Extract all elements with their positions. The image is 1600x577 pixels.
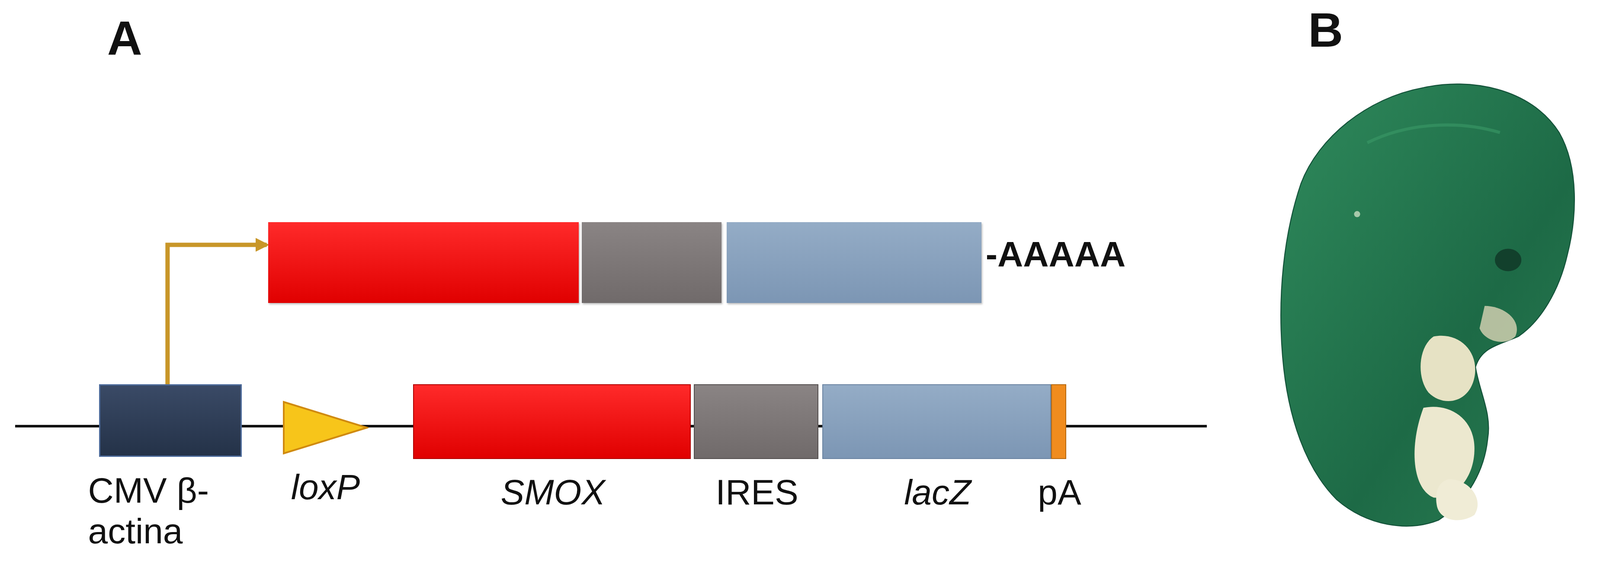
promoter-box: CMV β-actina: [99, 384, 242, 457]
polya-box: pA: [1051, 384, 1067, 459]
transcript-segment: [268, 222, 579, 303]
panel-letter: B: [1308, 2, 1344, 58]
panel-letter: A: [107, 10, 143, 67]
reporter-box: lacZ: [822, 384, 1051, 459]
ires-box: IRES: [693, 384, 819, 459]
part-label: -AAAAA: [985, 234, 1126, 275]
transcription-arrow: [167, 244, 267, 385]
transcript-segment: [581, 222, 722, 303]
transcript: -AAAAA: [268, 222, 982, 303]
part-label: IRES: [715, 472, 799, 514]
gene-box: SMOX: [413, 384, 691, 459]
embryo-image: [1280, 83, 1575, 527]
part-label: SMOX: [500, 472, 605, 514]
part-label: pA: [1037, 472, 1081, 514]
part-label: CMV β-actina: [88, 470, 253, 553]
part-label: loxP: [291, 467, 361, 508]
part-label: lacZ: [904, 472, 972, 514]
transcript-segment: [726, 222, 982, 303]
loxp-shape: [282, 400, 369, 456]
loxp-triangle: loxP: [282, 400, 369, 456]
